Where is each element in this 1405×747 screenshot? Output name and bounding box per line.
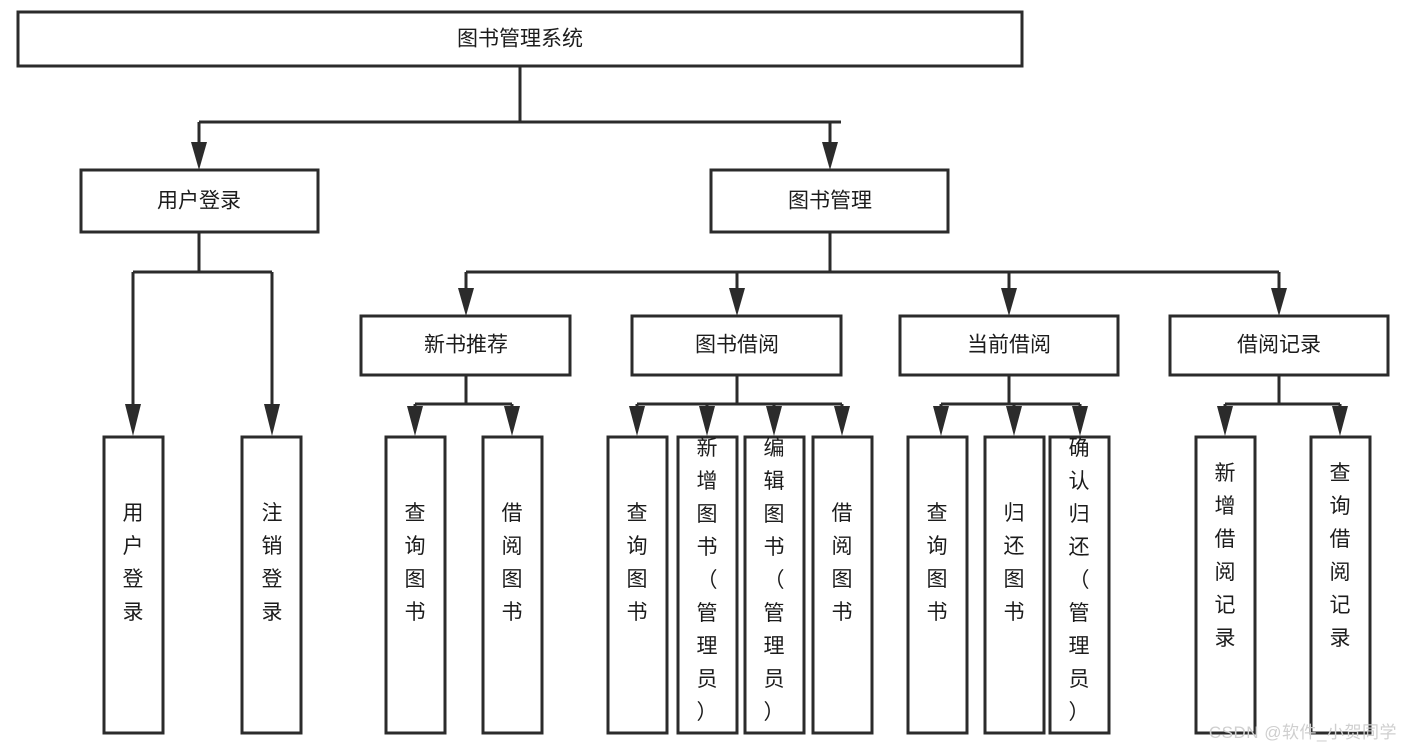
- leaf-query-borrow-record-box[interactable]: [1309, 435, 1372, 735]
- leaf-logout-box[interactable]: [240, 435, 303, 735]
- leaf-node[interactable]: 新增借阅记录: [1194, 435, 1257, 735]
- leaf-user-login-label: 用户登录: [123, 502, 144, 624]
- node-book-borrow-label: 图书借阅: [695, 334, 779, 357]
- leaf-node[interactable]: 借阅图书: [481, 435, 544, 735]
- node-root-box[interactable]: [16, 10, 1024, 68]
- leaf-query-book-1-box[interactable]: [384, 435, 447, 735]
- leaf-node[interactable]: 查询图书: [606, 435, 669, 735]
- node-root-label: 图书管理系统: [457, 28, 583, 51]
- leaf-confirm-return-box[interactable]: [1048, 435, 1111, 735]
- node-new-book-recommend-label: 新书推荐: [424, 334, 508, 357]
- leaf-query-book-2-label: 查询图书: [627, 502, 648, 624]
- leaf-node[interactable]: 归还图书: [983, 435, 1046, 735]
- leaf-node[interactable]: 确认归还（管理员）: [1048, 435, 1111, 735]
- leaf-node[interactable]: 编辑图书（管理员）: [743, 435, 806, 735]
- node-current-borrow[interactable]: 当前借阅: [898, 314, 1120, 377]
- node-borrow-record-label: 借阅记录: [1237, 334, 1321, 357]
- node-user-login[interactable]: 用户登录: [79, 168, 320, 234]
- node-borrow-record-box[interactable]: [1168, 314, 1390, 377]
- leaf-return-book-box[interactable]: [983, 435, 1046, 735]
- leaf-node[interactable]: 查询图书: [906, 435, 969, 735]
- node-borrow-record[interactable]: 借阅记录: [1168, 314, 1390, 377]
- leaf-borrow-book-1-label: 借阅图书: [502, 502, 523, 624]
- node-current-borrow-label: 当前借阅: [967, 334, 1051, 357]
- leaf-node[interactable]: 借阅图书: [811, 435, 874, 735]
- connector-group-new-book: [407, 375, 520, 436]
- leaf-node[interactable]: 查询图书: [384, 435, 447, 735]
- leaf-query-book-3-box[interactable]: [906, 435, 969, 735]
- leaf-node[interactable]: 注销登录: [240, 435, 303, 735]
- node-current-borrow-box[interactable]: [898, 314, 1120, 377]
- watermark-label: CSDN @软件_小贺同学: [1208, 723, 1397, 742]
- node-book-manage-label: 图书管理: [788, 190, 872, 213]
- leaf-borrow-book-2-box[interactable]: [811, 435, 874, 735]
- leaf-add-borrow-record-label: 新增借阅记录: [1215, 462, 1236, 650]
- node-new-book-recommend[interactable]: 新书推荐: [359, 314, 572, 377]
- leaf-borrow-book-1-box[interactable]: [481, 435, 544, 735]
- leaf-query-book-3-label: 查询图书: [927, 502, 948, 624]
- connector-group-book-manage: [458, 232, 1287, 316]
- leaf-borrow-book-2-label: 借阅图书: [832, 502, 853, 624]
- leaf-query-book-1-label: 查询图书: [405, 502, 426, 624]
- leaf-add-book-label: 新增图书（管理员）: [697, 437, 718, 724]
- leaf-return-book-label: 归还图书: [1004, 502, 1025, 624]
- leaf-add-borrow-record-box[interactable]: [1194, 435, 1257, 735]
- connector-group-root: [191, 66, 841, 170]
- leaf-node[interactable]: 查询借阅记录: [1309, 435, 1372, 735]
- leaf-add-book-box[interactable]: [676, 435, 739, 735]
- node-user-login-label: 用户登录: [157, 190, 241, 213]
- leaf-query-book-2-box[interactable]: [606, 435, 669, 735]
- node-root[interactable]: 图书管理系统: [16, 10, 1024, 68]
- connector-group-borrow-book: [629, 375, 850, 436]
- node-book-manage[interactable]: 图书管理: [709, 168, 950, 234]
- node-new-book-recommend-box[interactable]: [359, 314, 572, 377]
- leaf-edit-book-label: 编辑图书（管理员）: [764, 437, 785, 724]
- leaf-confirm-return-label: 确认归还（管理员）: [1069, 437, 1090, 724]
- connector-group-current-borrow: [933, 375, 1088, 436]
- node-book-borrow-box[interactable]: [630, 314, 843, 377]
- node-book-borrow[interactable]: 图书借阅: [630, 314, 843, 377]
- leaf-query-borrow-record-label: 查询借阅记录: [1330, 462, 1351, 650]
- node-book-manage-box[interactable]: [709, 168, 950, 234]
- leaf-user-login-box[interactable]: [102, 435, 165, 735]
- node-user-login-box[interactable]: [79, 168, 320, 234]
- leaf-edit-book-box[interactable]: [743, 435, 806, 735]
- connector-group-user-login: [125, 232, 280, 436]
- connector-group-borrow-record: [1217, 375, 1348, 436]
- leaf-node[interactable]: 新增图书（管理员）: [676, 435, 739, 735]
- leaf-node[interactable]: 用户登录: [102, 435, 165, 735]
- leaf-logout-label: 注销登录: [262, 502, 283, 624]
